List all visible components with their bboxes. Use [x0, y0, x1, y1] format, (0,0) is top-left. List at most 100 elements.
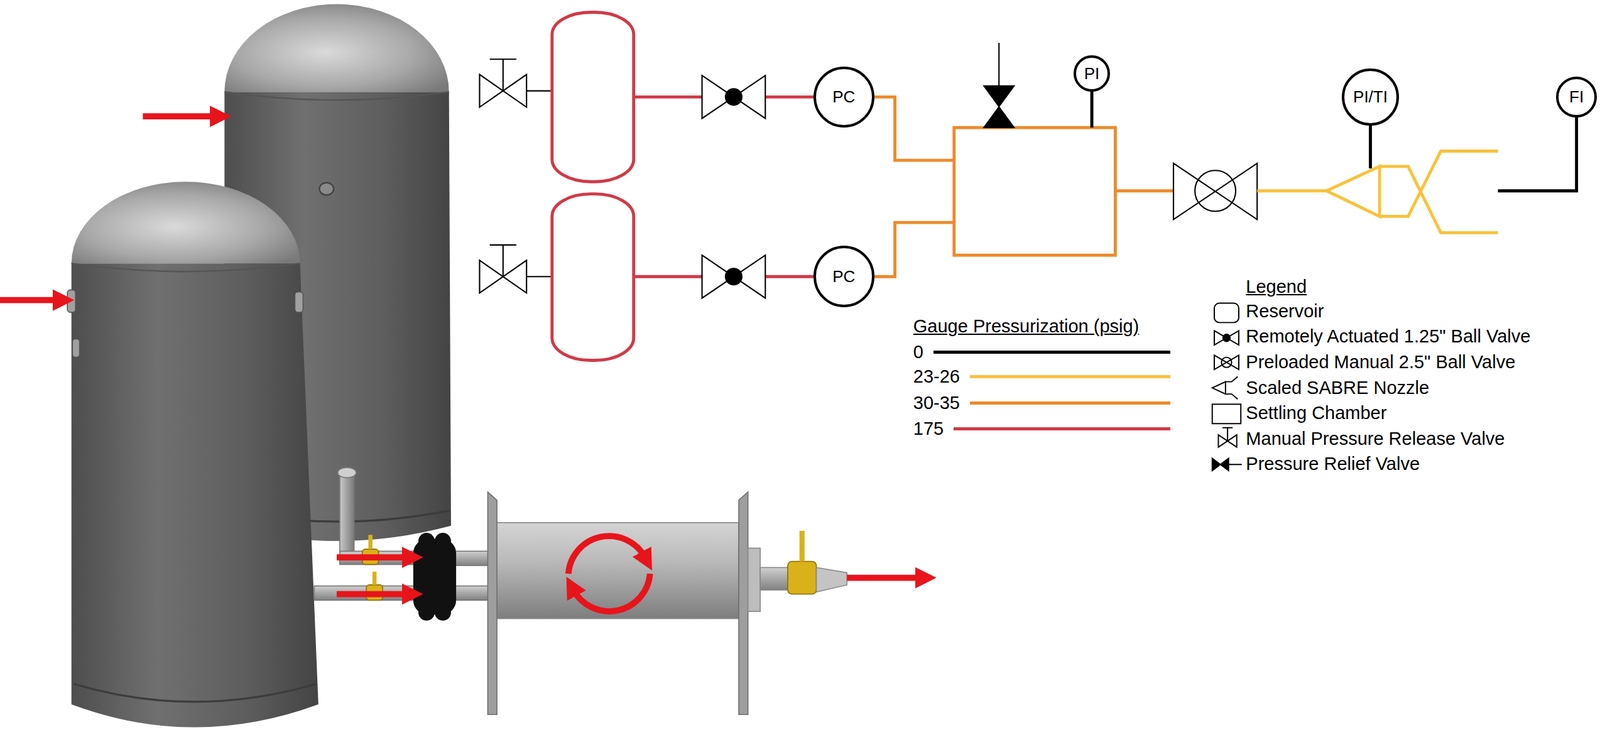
reservoir-symbol — [552, 194, 634, 361]
legend-icon — [1225, 376, 1238, 382]
mixing-arrow — [568, 535, 646, 574]
settling-chamber-illustration — [738, 491, 749, 715]
feed-pipe — [337, 467, 357, 478]
instrument-tag: FI — [1569, 87, 1584, 107]
legend-icon — [1214, 330, 1239, 345]
reservoir-symbol — [552, 11, 634, 360]
mixing-arrow — [573, 573, 651, 612]
high-pressure-line — [765, 275, 817, 279]
legend-icon — [1212, 303, 1242, 471]
pressure-relief-valve — [983, 42, 1015, 128]
legend-icon — [1221, 357, 1232, 368]
legend-icon — [1222, 427, 1233, 429]
remote-ball-valve — [725, 88, 742, 105]
legend-icon — [1220, 463, 1242, 465]
pressure-line-sample — [969, 401, 1171, 405]
instrument-line — [1498, 115, 1577, 191]
legend-icon — [1212, 403, 1241, 424]
instrument-tag: PI/TI — [1353, 87, 1388, 107]
black-flange — [434, 604, 452, 621]
legend-icon — [1212, 381, 1226, 394]
air-tank — [71, 181, 301, 264]
instrument-tag: PC — [832, 267, 855, 286]
high-pressure-line — [633, 95, 703, 99]
feed-pipe — [339, 472, 355, 563]
legend-label: Preloaded Manual 2.5" Ball Valve — [1245, 351, 1516, 373]
regulated-line — [872, 96, 955, 161]
settling-chamber-symbol — [954, 127, 1116, 256]
manual-release-valve — [526, 90, 553, 92]
reservoir-symbol — [552, 11, 634, 182]
legend-label: 0 — [913, 341, 924, 363]
legend-label: Manual Pressure Release Valve — [1245, 428, 1505, 450]
black-flange — [413, 532, 457, 621]
nozzle-symbol — [1257, 189, 1327, 193]
high-pressure-line — [765, 95, 817, 99]
remote-ball-valve — [702, 75, 766, 298]
legend-heading: Gauge Pressurization (psig) — [913, 315, 1139, 337]
instrument-bubble: PI — [1073, 55, 1111, 92]
high-pressure-line — [633, 275, 703, 279]
flow-arrow — [0, 116, 922, 594]
preloaded-ball-valve — [1173, 163, 1258, 220]
legend-icon — [1214, 354, 1239, 370]
preloaded-ball-valve — [1194, 170, 1236, 212]
air-tank — [224, 91, 449, 100]
legend-label: Pressure Relief Valve — [1245, 453, 1420, 475]
legend-icon — [1225, 393, 1238, 399]
mixing-arrow — [568, 535, 651, 612]
legend-label: Remotely Actuated 1.25" Ball Valve — [1245, 326, 1531, 347]
black-flange — [413, 538, 457, 615]
legend-label: Settling Chamber — [1245, 402, 1387, 424]
settling-chamber-illustration — [799, 530, 805, 562]
nozzle-symbol — [1257, 150, 1498, 233]
black-flange — [418, 532, 435, 550]
instrument-bubble: FI — [1556, 76, 1597, 118]
remote-ball-valve — [725, 268, 742, 285]
nozzle-symbol — [1326, 166, 1380, 217]
air-tank — [72, 338, 80, 357]
regulated-line — [1115, 189, 1174, 193]
air-tank — [71, 263, 319, 727]
instrument-bubble: PC — [813, 66, 875, 128]
settling-chamber-illustration — [816, 567, 847, 592]
air-tank — [73, 684, 317, 702]
air-tank — [294, 292, 303, 313]
black-flange — [418, 604, 435, 621]
high-pressure-line — [633, 96, 817, 277]
air-tank — [224, 4, 449, 93]
pressure-line-sample — [969, 375, 1171, 379]
legend-heading: Legend — [1245, 276, 1307, 298]
black-flange — [434, 532, 452, 550]
pressure-line-sample — [953, 427, 1171, 431]
manual-release-valve — [526, 275, 553, 278]
regulated-line — [872, 222, 955, 277]
pressure-relief-valve — [998, 42, 1000, 92]
pressure-relief-valve — [983, 85, 1015, 128]
instrument-line — [1090, 89, 1094, 128]
manual-release-valve — [502, 244, 504, 277]
manual-release-valve — [502, 59, 504, 91]
legend-icon — [1214, 303, 1239, 323]
flow-arrow — [142, 113, 217, 120]
remote-ball-valve — [702, 75, 766, 119]
instrument-tag: PI — [1084, 64, 1100, 83]
instrument-tag: PC — [832, 87, 855, 107]
flow-arrow — [336, 554, 409, 561]
flow-arrow — [846, 574, 922, 582]
legend-label: 30-35 — [913, 392, 960, 414]
settling-chamber-illustration — [748, 547, 761, 612]
instrument-line — [1368, 123, 1372, 169]
settling-chamber-illustration — [487, 491, 847, 715]
yellow-valve — [368, 534, 372, 550]
legend-label: Reservoir — [1245, 300, 1324, 322]
nozzle-symbol — [1379, 166, 1498, 234]
air-tank — [319, 182, 334, 195]
legend-icon — [1223, 334, 1230, 342]
instrument-bubble: PI/TI — [1341, 68, 1399, 126]
nozzle-symbol — [1379, 150, 1498, 217]
instrument-line — [1091, 89, 1577, 191]
manual-release-valve — [489, 58, 517, 60]
air-tank — [71, 263, 301, 272]
